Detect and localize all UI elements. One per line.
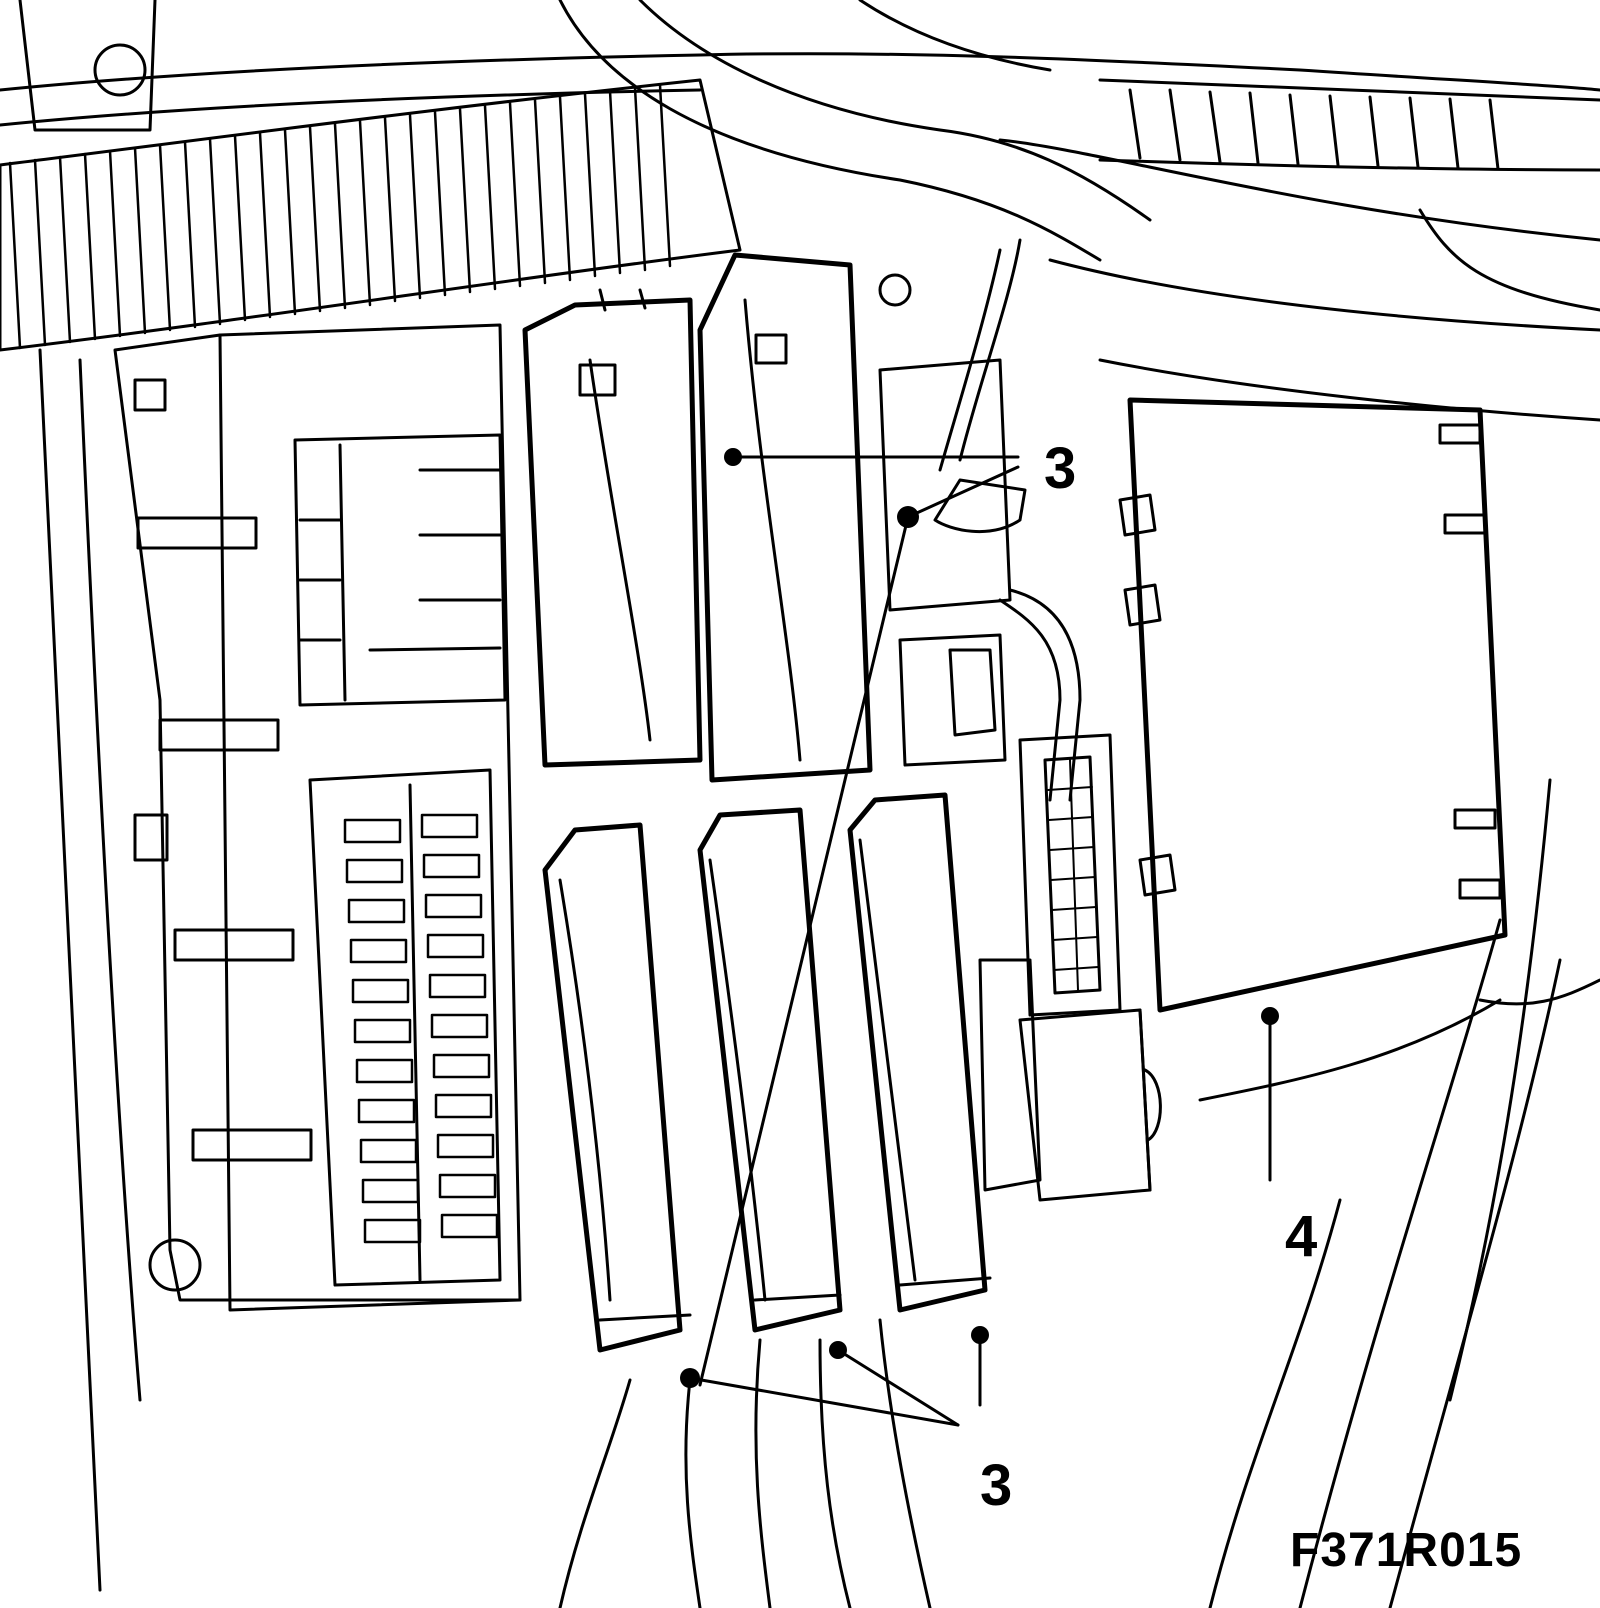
- upper-cable-bundle: [0, 52, 1600, 172]
- lower-connector-center: [697, 807, 843, 1333]
- lower-connector-right: [847, 792, 992, 1313]
- callout-label-connector-bottom: 3: [980, 1453, 1013, 1518]
- center-wiring: [878, 238, 1082, 802]
- fuse-rows: [308, 768, 502, 1287]
- control-module-4: [1118, 397, 1508, 1013]
- figure-reference-code: F371R015: [1290, 1524, 1523, 1577]
- leader-dot-icon: [724, 448, 742, 466]
- leader-lines: [688, 455, 1272, 1427]
- upper-connector-left: [522, 288, 703, 768]
- relay-block: [293, 433, 507, 707]
- housing-pin-icon: [148, 1238, 202, 1292]
- multi-pin-connector: [1018, 733, 1122, 1017]
- callout-label-connector-top: 3: [1044, 436, 1077, 501]
- mounting-bracket: [18, 0, 157, 132]
- lower-connector-left: [542, 822, 692, 1353]
- upper-right-cables: [558, 0, 1600, 422]
- lower-module-extension: [978, 958, 1162, 1202]
- leader-dot-icon: [829, 1341, 847, 1359]
- callout-label-control-module: 4: [1285, 1204, 1318, 1269]
- right-side-harness: [1198, 778, 1600, 1608]
- corrugated-harness-tube: [0, 78, 742, 352]
- leader-dot-icon: [897, 506, 919, 528]
- leader-dot-icon: [680, 1368, 700, 1388]
- upper-connector-right: [697, 252, 912, 783]
- leader-dot-icon: [971, 1326, 989, 1344]
- leader-dots: [680, 448, 1279, 1388]
- lower-cables: [558, 1318, 932, 1608]
- leader-dot-icon: [1261, 1007, 1279, 1025]
- fuse-box-housing: [38, 323, 522, 1592]
